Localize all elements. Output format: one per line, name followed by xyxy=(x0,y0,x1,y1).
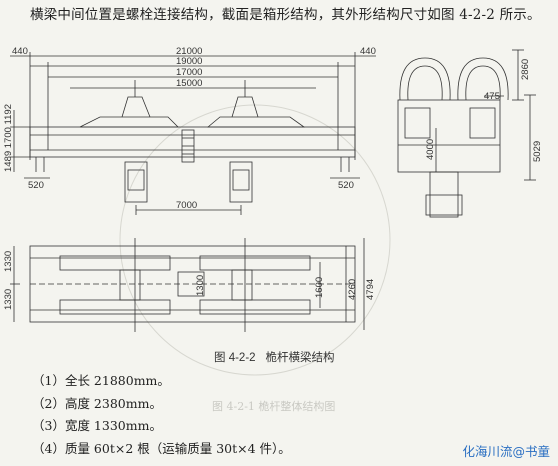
spec-list: （1）全长 21880mm。 （2）高度 2380mm。 （3）宽度 1330m… xyxy=(32,370,291,460)
dim-side-top: 2860 xyxy=(520,59,531,80)
dim-span: 7000 xyxy=(176,200,197,211)
ghost-text: 图 4-2-1 桅杆整体结构图 xyxy=(212,400,336,413)
spec-item: （2）高度 2380mm。 xyxy=(32,395,162,411)
dim-bottom-left: 520 xyxy=(28,180,44,191)
dim-side-total: 5029 xyxy=(532,141,543,162)
caption-title: 桅杆横梁结构 xyxy=(265,350,335,364)
dim-plan-lower: 1330 xyxy=(3,289,14,310)
dim-21000: 21000 xyxy=(176,46,202,57)
intro-paragraph: 横梁中间位置是螺栓连接结构，截面是箱形结构，其外形结构尺寸如图 4-2-2 所示… xyxy=(30,7,541,23)
watermark: 化海川流@书童 xyxy=(462,444,550,459)
dim-left-overhang: 440 xyxy=(12,46,28,57)
spec-item: （1）全长 21880mm。 xyxy=(32,373,170,388)
dim-plan-w1: 4260 xyxy=(347,279,358,300)
dim-plan-upper: 1330 xyxy=(3,251,14,272)
spec-item: （3）宽度 1330mm。 xyxy=(32,418,162,433)
dim-plan-center: 1300 xyxy=(195,275,206,296)
figure-caption: 图 4-2-2 桅杆横梁结构 xyxy=(214,349,335,365)
dim-plan-w2: 4794 xyxy=(365,279,376,300)
spec-item: （4）质量 60t×2 根（运输质量 30t×4 件）。 xyxy=(32,440,291,456)
dim-heights: 1489 1700 1192 xyxy=(3,104,14,172)
dim-side-inner: 4000 xyxy=(425,139,436,160)
dim-right-overhang: 440 xyxy=(360,46,376,57)
dim-bottom-right: 520 xyxy=(338,180,354,191)
dim-19000: 19000 xyxy=(176,56,202,67)
dim-15000: 15000 xyxy=(176,78,202,89)
dim-plan-inner: 1600 xyxy=(314,277,325,298)
dim-side-mid: 475 xyxy=(484,91,500,102)
dim-17000: 17000 xyxy=(176,67,202,78)
caption-number: 图 4-2-2 xyxy=(214,352,256,364)
